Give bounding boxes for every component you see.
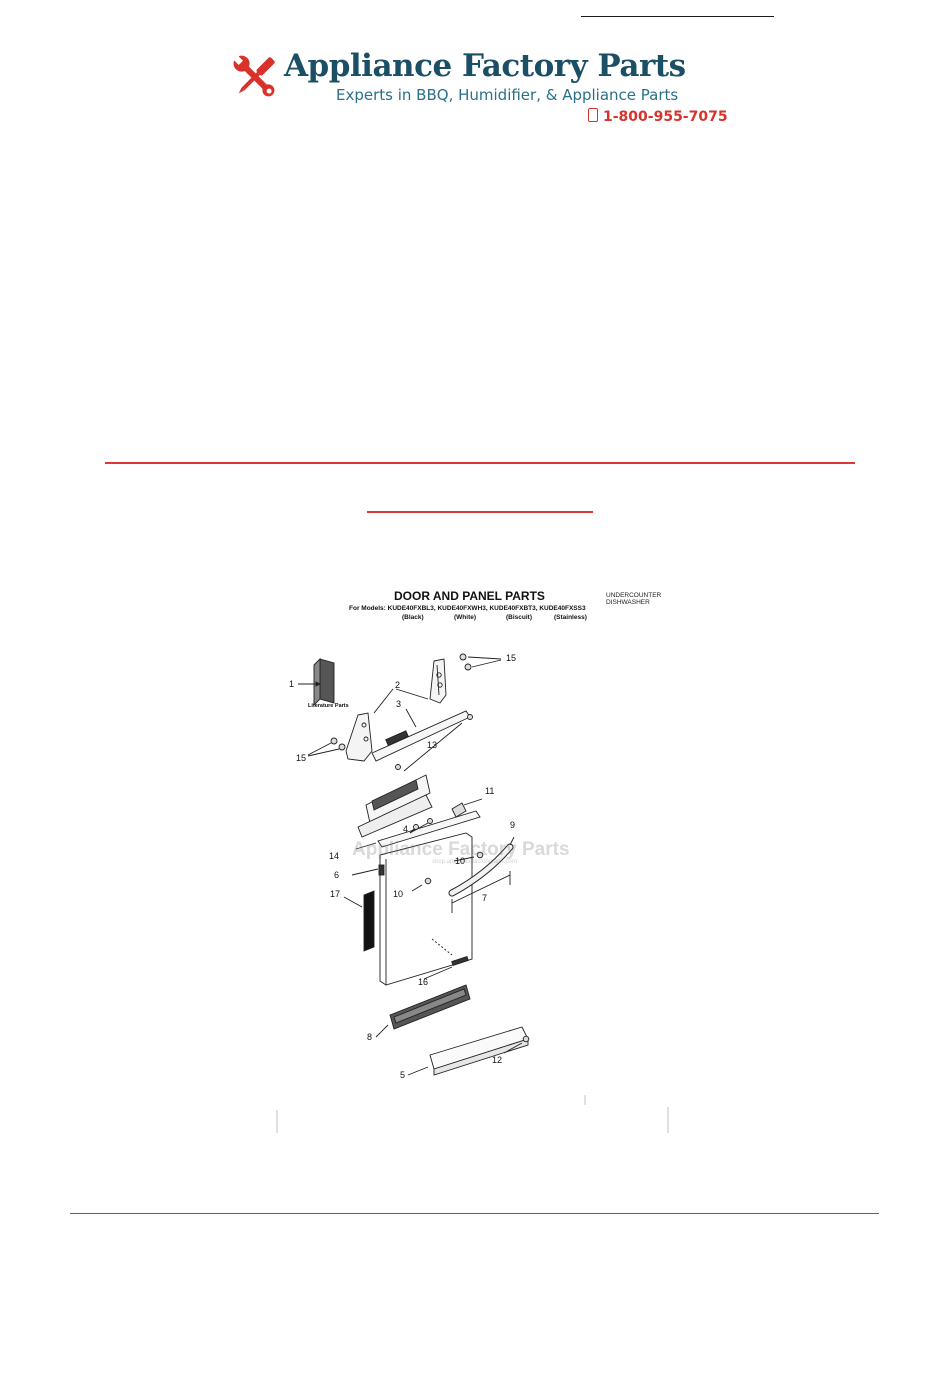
callout-4: 4 bbox=[403, 824, 409, 834]
control-panel-assembly bbox=[357, 774, 433, 838]
hinge-bracket-right bbox=[429, 658, 447, 704]
callout-10-b: 10 bbox=[393, 889, 404, 899]
callout-6: 6 bbox=[334, 870, 340, 880]
top-rule bbox=[581, 16, 774, 17]
callout-10-a: 10 bbox=[455, 856, 466, 866]
brand-name: Appliance Factory Parts bbox=[284, 48, 686, 84]
diagram-drawing bbox=[276, 653, 669, 1133]
red-divider bbox=[105, 462, 855, 464]
footer-divider bbox=[70, 1213, 879, 1214]
red-short-divider bbox=[367, 511, 593, 513]
hinge-bracket-left bbox=[345, 712, 373, 762]
callout-16: 16 bbox=[418, 977, 429, 987]
brand-tagline: Experts in BBQ, Humidifier, & Appliance … bbox=[336, 86, 679, 104]
watermark-url: shop.appliancefactoryparts.com bbox=[432, 859, 517, 865]
color-black: (Black) bbox=[402, 614, 424, 621]
phone-number[interactable]: 1-800-955-7075 bbox=[588, 108, 728, 126]
callout-14: 14 bbox=[329, 851, 340, 861]
callout-5: 5 bbox=[400, 1070, 406, 1080]
callout-17: 17 bbox=[330, 889, 341, 899]
watermark: Appliance Factory Parts bbox=[352, 839, 570, 860]
color-white: (White) bbox=[454, 614, 477, 621]
callout-9: 9 bbox=[510, 820, 516, 830]
door-panel bbox=[378, 832, 473, 986]
literature-label: Literature Parts bbox=[308, 703, 349, 709]
brand-logo[interactable]: Appliance Factory Parts Experts in BBQ, … bbox=[226, 44, 730, 130]
callout-7: 7 bbox=[482, 893, 488, 903]
diagram-models: For Models: KUDE40FXBL3, KUDE40FXWH3, KU… bbox=[349, 605, 586, 612]
diagram-title: DOOR AND PANEL PARTS bbox=[394, 589, 545, 603]
wrench-screwdriver-icon bbox=[233, 55, 275, 97]
lower-access-panel bbox=[429, 1026, 529, 1076]
callout-13: 13 bbox=[427, 740, 438, 750]
callout-15-b: 15 bbox=[296, 753, 307, 763]
callout-8: 8 bbox=[367, 1032, 373, 1042]
color-biscuit: (Biscuit) bbox=[506, 614, 532, 621]
callout-15-a: 15 bbox=[506, 653, 517, 663]
appliance-type: UNDERCOUNTER DISHWASHER bbox=[606, 592, 662, 606]
door-handle bbox=[448, 843, 514, 897]
kickplate-insulation bbox=[389, 984, 471, 1030]
phone-text: 1-800-955-7075 bbox=[603, 109, 728, 125]
callout-3: 3 bbox=[396, 699, 402, 709]
callout-12: 12 bbox=[492, 1055, 503, 1065]
color-stainless: (Stainless) bbox=[554, 614, 587, 621]
callout-1: 1 bbox=[289, 679, 295, 689]
callout-11: 11 bbox=[485, 786, 495, 796]
callout-2: 2 bbox=[395, 680, 401, 690]
exploded-parts-diagram: DOOR AND PANEL PARTS For Models: KUDE40F… bbox=[256, 575, 694, 1135]
mobile-phone-icon bbox=[588, 108, 598, 122]
